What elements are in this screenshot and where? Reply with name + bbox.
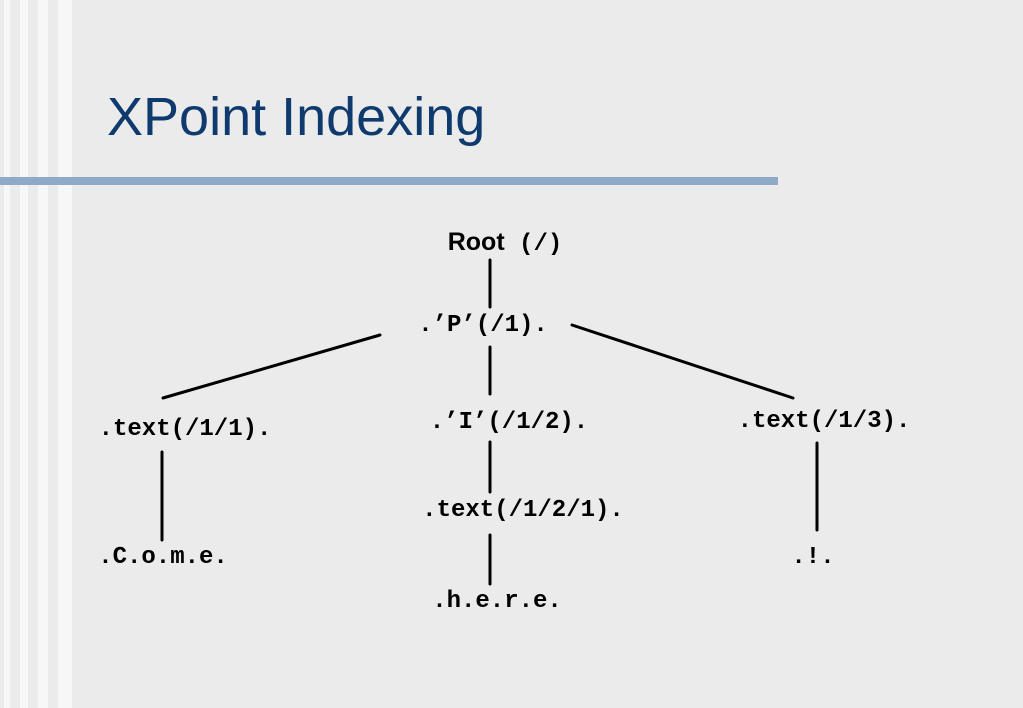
node-text-1-3: .text(/1/3). [737,408,911,435]
leaf-bang: .!. [791,544,835,571]
stripe [20,0,28,708]
stripe [38,0,48,708]
leaf-here: .h.e.r.e. [432,588,562,615]
node-text-1-1: .text(/1/1). [98,416,272,443]
node-i: .’I’(/1/2). [429,409,589,436]
node-text-1-2-1: .text(/1/2/1). [422,497,624,524]
root-node: Root (/) [448,228,563,259]
edge-p-text-1-3 [570,323,795,400]
edge-p-text-1-1 [161,333,382,400]
slide-title: XPoint Indexing [107,87,486,147]
leaf-come: .C.o.m.e. [98,544,228,571]
stripe [4,0,10,708]
root-path: (/) [519,231,563,258]
root-label: Root [447,228,505,256]
node-p: .’P’(/1). [418,312,548,339]
title-underline [0,177,778,185]
